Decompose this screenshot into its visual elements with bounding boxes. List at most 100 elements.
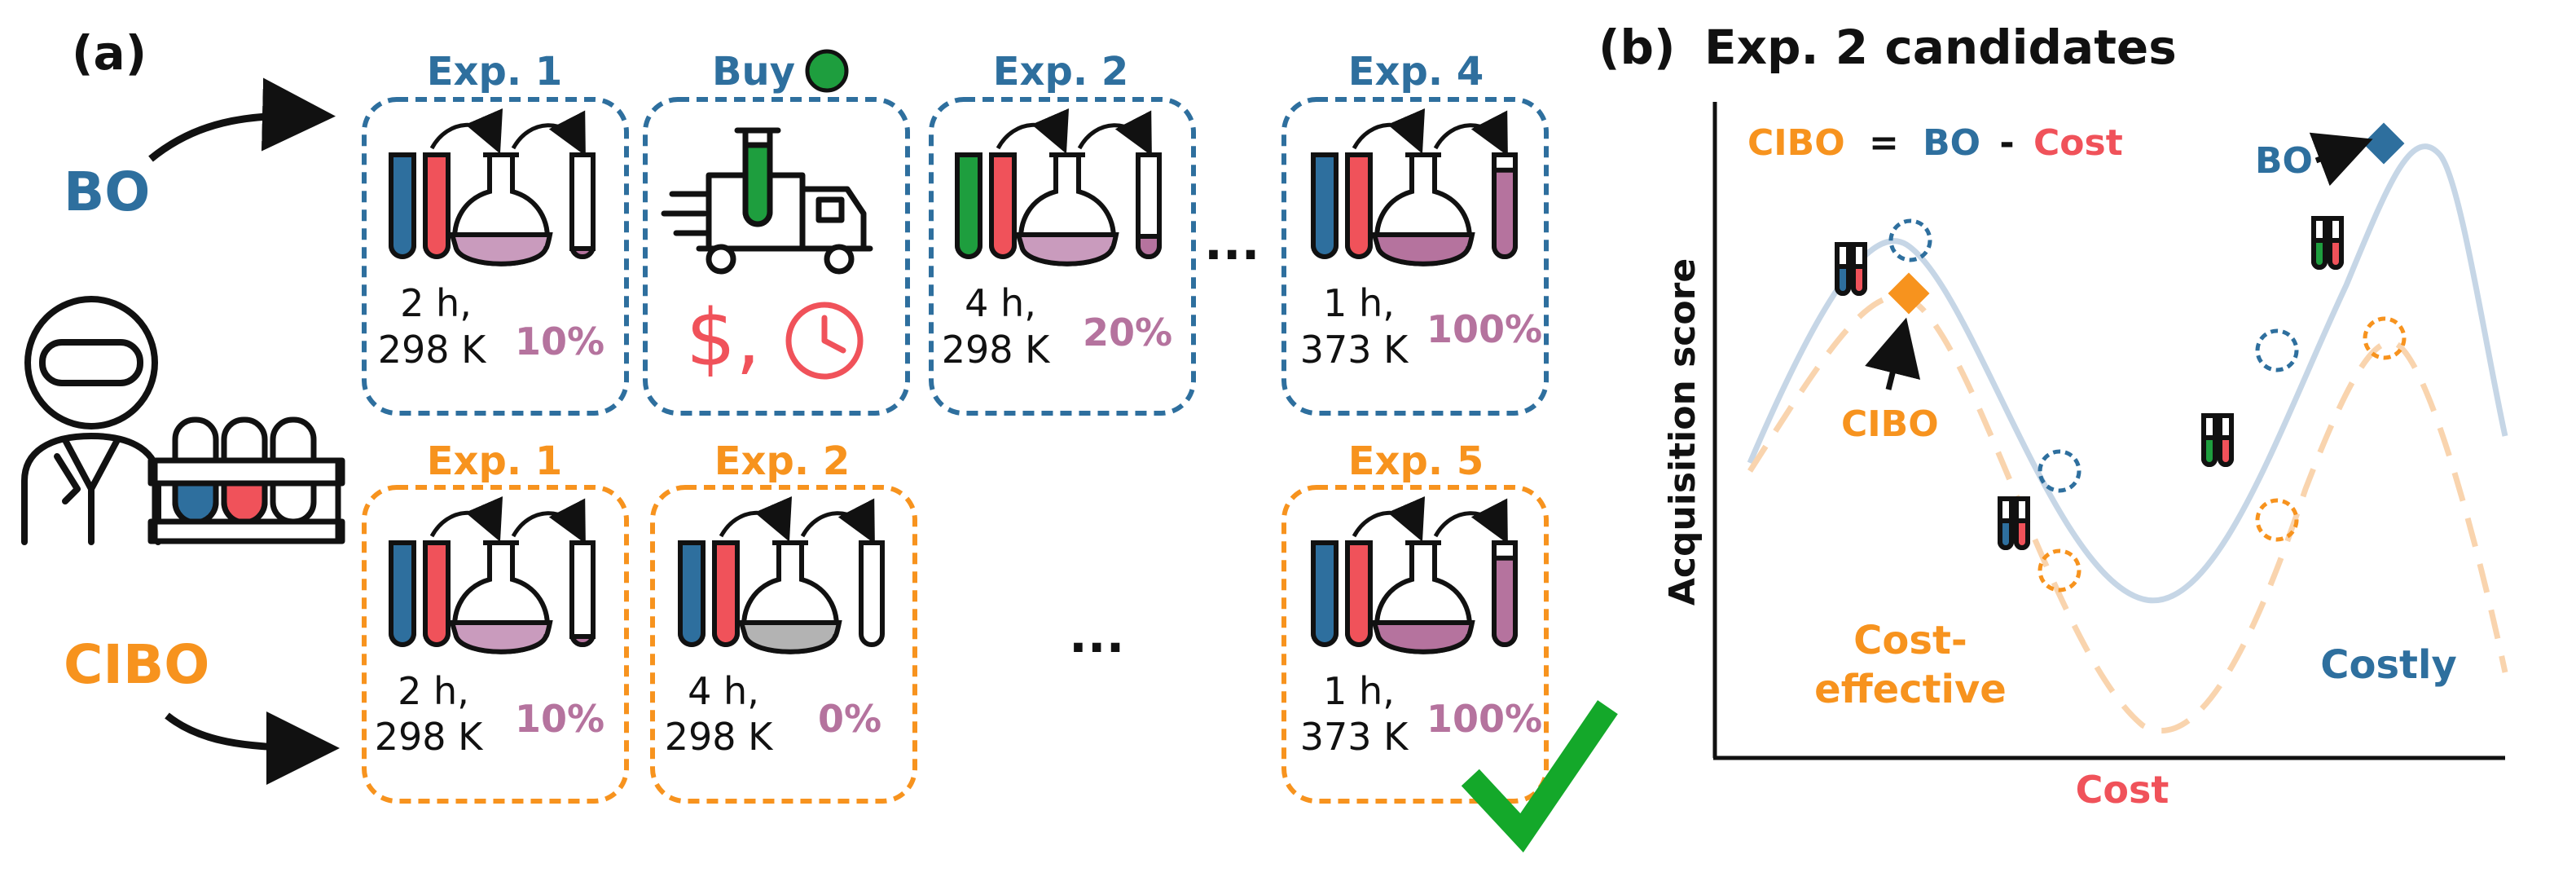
bottom-exp2-title: Exp. 2 <box>714 438 850 484</box>
bottom-exp5-tube-1-liquid <box>1311 540 1339 647</box>
bottom-exp2-arc-2 <box>800 498 875 544</box>
bottom-exp2-tube-2-liquid <box>712 540 740 647</box>
bottom-exp2-arc-1 <box>719 496 792 542</box>
mini-tube-icons <box>1835 216 2344 550</box>
bottom-exp5-temp: 373 K <box>1300 715 1409 759</box>
top-exp4-icon <box>1311 108 1518 267</box>
top-exp4-arc-2 <box>1433 110 1508 156</box>
bottom-exp1-tube-2-liquid <box>423 540 451 647</box>
top-exp2-tube-1-liquid <box>955 152 982 259</box>
top-exp4-box <box>1281 97 1549 416</box>
bottom-exp5-tube-2-liquid <box>1345 540 1373 647</box>
cibo-annotation: CIBO <box>1841 403 1939 445</box>
truck-icon <box>661 127 873 275</box>
mini-tubes-1-a-liquid <box>1835 264 1851 296</box>
bottom-exp1-title: Exp. 1 <box>427 438 562 484</box>
top-exp2-box <box>929 97 1196 416</box>
bottom-exp5-box <box>1281 485 1549 804</box>
bo-label: BO <box>64 161 150 223</box>
bottom-exp5-yield: 100% <box>1426 697 1542 741</box>
y-axis-label: Acquisition score <box>1662 258 1703 606</box>
x-axis-label: Cost <box>2076 768 2169 812</box>
top-exp2-time: 4 h, <box>965 281 1036 325</box>
cibo-candidate-2 <box>2255 498 2299 542</box>
bo-arrow <box>148 77 336 162</box>
cibo-candidate-1 <box>2038 548 2081 592</box>
bottom-exp1-yield: 10% <box>515 697 604 741</box>
top-exp4-temp: 373 K <box>1300 328 1409 372</box>
bottom-exp1-time: 2 h, <box>398 669 469 713</box>
top-exp2-product-tube-liquid <box>1136 234 1162 259</box>
bottom-exp2-time: 4 h, <box>688 669 759 713</box>
top-exp1-tube-1-liquid <box>389 152 416 259</box>
clock-icon <box>785 302 864 380</box>
bottom-exp5-arc-1 <box>1352 496 1425 542</box>
formula: CIBO = BO - Cost <box>1747 122 2123 164</box>
top-exp1-title: Exp. 1 <box>427 49 562 95</box>
top-exp4-time: 1 h, <box>1323 281 1395 325</box>
bottom-exp5-title: Exp. 5 <box>1348 438 1484 484</box>
bottom-exp1-product-tube-liquid <box>569 633 596 647</box>
bottom-exp5-arc-2 <box>1433 498 1508 544</box>
cost-effective-label-1: Cost- <box>1853 618 1967 663</box>
bottom-exp1-tube-1-liquid <box>389 540 416 647</box>
bo-diamond <box>2363 122 2405 165</box>
cibo-candidates <box>2038 316 2407 592</box>
bottom-exp2-temp: 298 K <box>665 715 774 759</box>
bottom-exp2-icon <box>678 496 885 654</box>
bottom-exp1-box <box>362 485 629 804</box>
mini-tubes-3-b-liquid <box>2218 435 2234 467</box>
bottom-exp5-time: 1 h, <box>1323 669 1395 713</box>
cibo-candidate-3 <box>2363 316 2407 360</box>
mini-tubes-2-a-liquid <box>1998 518 2014 550</box>
top-exp1-arc-1 <box>429 108 503 154</box>
formula-minus: - <box>1999 122 2014 164</box>
top-exp4-tube-2-liquid <box>1345 152 1373 259</box>
top-exp2-icon <box>955 108 1162 267</box>
top-exp2-temp: 298 K <box>942 328 1051 372</box>
bottom-exp1-flask-liquid <box>448 620 553 654</box>
top-exp2-yield: 20% <box>1083 311 1172 355</box>
bottom-exp1-product-tube <box>569 540 596 647</box>
mini-tubes-1 <box>1835 242 1867 296</box>
top-exp2-arc-2 <box>1077 110 1152 156</box>
bottom-exp1-arc-2 <box>511 498 586 544</box>
top-exp1-box <box>362 97 629 416</box>
bottom-exp2-flask-liquid <box>737 620 842 654</box>
mini-tubes-3 <box>2201 413 2234 467</box>
mini-tubes-2-b-liquid <box>2014 518 2030 550</box>
bo-candidate-3 <box>2255 328 2299 372</box>
top-exp1-time: 2 h, <box>400 281 472 325</box>
mini-tubes-3-a-liquid <box>2201 435 2218 467</box>
bottom-exp5-flask-liquid <box>1370 620 1475 654</box>
top-exp4-flask-liquid <box>1370 232 1475 267</box>
bo-candidate-1 <box>1888 218 1932 262</box>
bottom-exp2-product-tube <box>859 540 885 647</box>
top-exp1-product-tube-liquid <box>569 245 596 259</box>
bottom-exp2-box <box>650 485 917 804</box>
bottom-exp5-icon <box>1311 496 1518 654</box>
bo-candidates <box>1888 218 2299 493</box>
experiment-icons <box>389 108 1518 654</box>
bottom-exp2-tube-1-liquid <box>678 540 706 647</box>
scientist-icon <box>21 296 161 545</box>
bo-annot-arrow <box>2309 132 2373 187</box>
mini-tubes-4 <box>2311 216 2344 270</box>
mini-tubes-2 <box>1998 496 2030 550</box>
bottom-exp1-temp: 298 K <box>375 715 484 759</box>
top-exp1-yield: 10% <box>515 319 604 363</box>
formula-eq: = <box>1869 122 1899 164</box>
formula-bo: BO <box>1923 122 1980 164</box>
bo-candidate-2 <box>2038 449 2081 493</box>
top-exp1-arc-2 <box>511 110 586 156</box>
bottom-exp2-yield: 0% <box>818 697 881 741</box>
top-exp1-temp: 298 K <box>378 328 487 372</box>
cibo-label: CIBO <box>64 633 209 696</box>
cibo-arrow <box>165 711 340 785</box>
bottom-exp1-arc-1 <box>429 496 503 542</box>
bottom-exp5-product-tube-liquid <box>1492 555 1518 647</box>
bo-annotation: BO <box>2255 140 2313 182</box>
formula-cost: Cost <box>2033 122 2123 164</box>
cibo-annot-arrow <box>1865 317 1921 390</box>
